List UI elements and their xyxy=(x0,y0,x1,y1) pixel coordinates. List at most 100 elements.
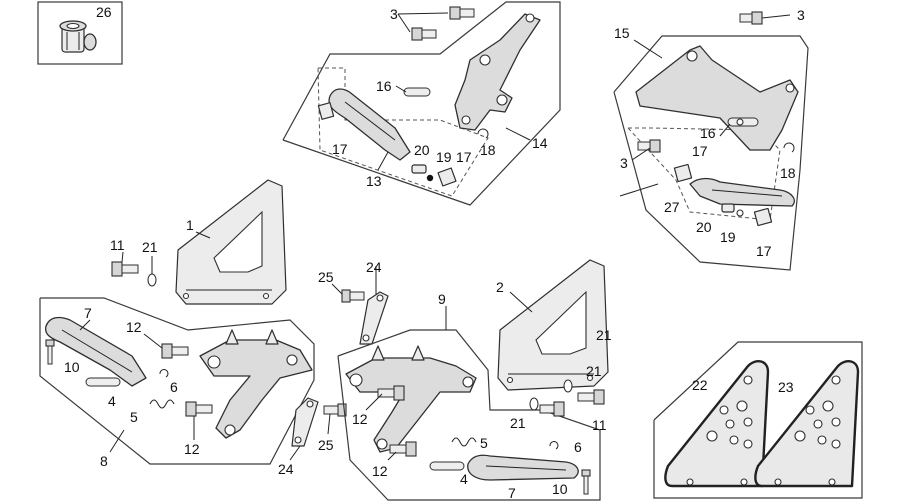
callout-6: 6 xyxy=(170,379,178,395)
callout-25: 25 xyxy=(318,269,334,285)
pin-4-left xyxy=(85,377,121,387)
callout-2: 2 xyxy=(496,279,504,295)
callout-21: 21 xyxy=(142,239,158,255)
footrest-bracket-14 xyxy=(454,13,541,131)
footrest-bracket-15 xyxy=(635,45,799,151)
callout-19: 19 xyxy=(720,229,736,245)
callout-24: 24 xyxy=(366,259,382,275)
clip-18-right xyxy=(783,142,795,153)
footpeg-13 xyxy=(317,88,411,161)
bolt-10-right xyxy=(581,469,591,495)
group-8-outline xyxy=(39,297,315,465)
callout-16: 16 xyxy=(376,78,392,94)
callout-18: 18 xyxy=(780,165,796,181)
pad-17-right-b xyxy=(753,207,773,227)
callout-19: 19 xyxy=(436,149,452,165)
callout-17: 17 xyxy=(456,149,472,165)
footrest-bracket-9 xyxy=(345,345,477,453)
gasket-23 xyxy=(754,360,860,488)
callout-21: 21 xyxy=(586,363,602,379)
callout-12: 12 xyxy=(372,463,388,479)
heel-guard-1 xyxy=(175,179,287,305)
callout-3: 3 xyxy=(620,155,628,171)
callout-8: 8 xyxy=(100,453,108,469)
callout-20: 20 xyxy=(414,142,430,158)
spring-5-left xyxy=(149,399,175,409)
ball-19-upper xyxy=(426,174,434,182)
inset-26-box xyxy=(37,1,123,65)
clip-18-upper xyxy=(477,128,489,139)
plate-24-upper xyxy=(359,291,389,345)
callout-13: 13 xyxy=(366,173,382,189)
washer-21-right-a xyxy=(563,379,573,393)
footpeg-27 xyxy=(689,177,795,207)
gasket-box xyxy=(653,341,863,499)
callout-4: 4 xyxy=(108,393,116,409)
bolt-3-right-top xyxy=(739,11,763,25)
callout-17: 17 xyxy=(332,141,348,157)
bolt-12-left-b xyxy=(185,401,213,417)
callout-18: 18 xyxy=(480,142,496,158)
gasket-22 xyxy=(664,360,770,488)
callout-21: 21 xyxy=(596,327,612,343)
callout-24: 24 xyxy=(278,461,294,477)
callout-3: 3 xyxy=(797,7,805,23)
callout-labels: 26 3 3 3 15 16 16 14 17 17 17 17 18 18 2… xyxy=(64,4,805,501)
pin-16-upper xyxy=(403,87,431,97)
callout-12: 12 xyxy=(352,411,368,427)
callout-23: 23 xyxy=(778,379,794,395)
footpeg-7-right xyxy=(467,454,579,481)
callout-17: 17 xyxy=(756,243,772,259)
callout-10: 10 xyxy=(64,359,80,375)
leader-lines xyxy=(79,12,791,461)
bolt-11-left xyxy=(111,261,139,277)
ball-19-right xyxy=(736,209,744,217)
callout-10: 10 xyxy=(552,481,568,497)
callout-1: 1 xyxy=(186,217,194,233)
washer-21-right-b xyxy=(529,397,539,411)
bolt-12-left-a xyxy=(161,343,189,359)
washer-21-left xyxy=(147,273,157,287)
callout-11: 11 xyxy=(110,237,125,253)
spring-5-right xyxy=(451,437,477,447)
callout-5: 5 xyxy=(130,409,138,425)
group-15-outline xyxy=(613,35,809,271)
callout-6: 6 xyxy=(574,439,582,455)
bolt-10-left xyxy=(45,339,55,365)
callout-12: 12 xyxy=(126,319,142,335)
bolt-25-upper xyxy=(341,289,365,303)
bolt-3-right-mid xyxy=(637,139,661,153)
rivet-nut-icon xyxy=(59,20,97,53)
bolt-12-mid-a xyxy=(377,385,405,401)
callout-25: 25 xyxy=(318,437,334,453)
callout-22: 22 xyxy=(692,377,708,393)
callout-3: 3 xyxy=(390,6,398,22)
callout-27: 27 xyxy=(664,199,680,215)
callout-26: 26 xyxy=(96,4,112,20)
clip-6-right xyxy=(549,441,559,450)
callout-7: 7 xyxy=(508,485,516,501)
callout-9: 9 xyxy=(438,291,446,307)
bolt-3-top-b xyxy=(411,27,437,41)
callout-4: 4 xyxy=(460,471,468,487)
pad-17-right-a xyxy=(673,163,693,183)
spring-20-right xyxy=(721,203,735,213)
callout-11: 11 xyxy=(592,417,607,433)
footpeg-7-left xyxy=(44,316,147,387)
plate-24-lower xyxy=(291,397,319,447)
pad-17-upper xyxy=(437,167,457,187)
bolt-3-top-a xyxy=(449,6,475,20)
callout-17: 17 xyxy=(692,143,708,159)
callout-20: 20 xyxy=(696,219,712,235)
callout-21: 21 xyxy=(510,415,526,431)
callout-15: 15 xyxy=(614,25,630,41)
bolt-12-mid-b xyxy=(389,441,417,457)
pin-4-right xyxy=(429,461,465,471)
callout-7: 7 xyxy=(84,305,92,321)
callout-16: 16 xyxy=(700,125,716,141)
bolt-11-right-b xyxy=(539,401,565,417)
callout-12: 12 xyxy=(184,441,200,457)
bolt-11-right-a xyxy=(577,389,605,405)
heel-guard-2 xyxy=(497,259,609,391)
